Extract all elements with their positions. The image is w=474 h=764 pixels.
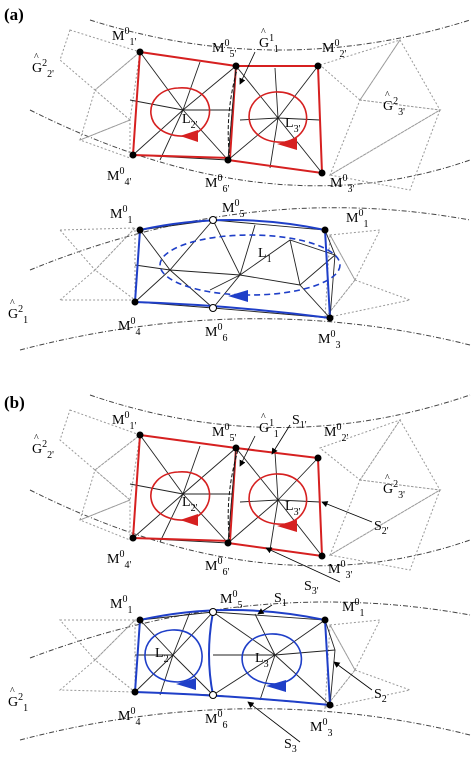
interface-g1-b bbox=[227, 449, 239, 544]
red-element-right-a bbox=[227, 65, 323, 174]
labels-b: G22' ^ G23' ^ G11 ^ G21 ^ S1' S2' S3' S1… bbox=[8, 410, 405, 755]
label-g1b-a: G21 bbox=[8, 304, 28, 326]
nodes-blue-a bbox=[131, 216, 334, 322]
panel-a: (a) bbox=[4, 5, 471, 351]
panel-b-label: (b) bbox=[4, 393, 25, 412]
hat-g2p-b: ^ bbox=[34, 433, 39, 444]
nodes-red-a bbox=[129, 48, 326, 177]
loop-arrow-l3p-b bbox=[277, 520, 297, 532]
label-g3p-a: G23' bbox=[383, 96, 405, 118]
boundary-curve-bottom-a bbox=[19, 318, 471, 351]
label-l3-b: L3 bbox=[255, 651, 269, 670]
boundary-curve-mid2-b bbox=[29, 601, 471, 659]
label-g1-b: G11 bbox=[259, 418, 279, 440]
label-l1-a: L1 bbox=[258, 246, 272, 265]
label-m6p-a: M06' bbox=[205, 173, 229, 195]
label-g2p-a: G22' bbox=[32, 58, 54, 80]
loop-l2-b bbox=[144, 629, 203, 683]
label-g1-a: G11 bbox=[259, 33, 279, 55]
red-element-left-a bbox=[129, 51, 237, 161]
hat-g1b-b: ^ bbox=[10, 686, 15, 697]
red-boundary-right-a bbox=[227, 65, 324, 175]
hat-g1-a: ^ bbox=[261, 27, 266, 38]
label-s1p-b: S1' bbox=[292, 413, 307, 431]
labels-a: G22' ^ G23' ^ G11 ^ G21 ^ M01' M05' M02'… bbox=[8, 26, 405, 351]
loop-arrow-l3-b bbox=[266, 680, 286, 692]
label-m6p-b: M06' bbox=[205, 556, 229, 578]
loop-arrow-l3p-a bbox=[277, 138, 297, 150]
dotted-mesh-b bbox=[58, 409, 442, 710]
label-m4-b: M04 bbox=[118, 706, 140, 728]
loop-l2p-b bbox=[150, 471, 211, 521]
label-m5p-a: M05' bbox=[212, 38, 236, 60]
label-m6-a: M06 bbox=[205, 322, 227, 344]
label-s3-b: S3 bbox=[284, 737, 297, 755]
nodes-blue-b bbox=[131, 608, 334, 709]
label-s3p-b: S3' bbox=[304, 579, 319, 597]
label-m6-b: M06 bbox=[205, 709, 227, 731]
label-m5-a: M05 bbox=[222, 198, 244, 220]
dotted-mesh-a bbox=[58, 29, 442, 320]
nodes-red-b bbox=[129, 431, 326, 560]
label-m1r-b: M01 bbox=[342, 597, 364, 619]
boundary-curve-top-b bbox=[89, 394, 471, 428]
label-m3p-b: M03' bbox=[328, 559, 352, 581]
hat-g3p-a: ^ bbox=[385, 90, 390, 101]
boundary-curve-mid2-a bbox=[29, 207, 471, 271]
label-m3-b: M03 bbox=[310, 717, 332, 739]
label-s2-b: S2 bbox=[374, 687, 387, 705]
label-m4p-a: M04' bbox=[107, 166, 131, 188]
label-s2p-b: S2' bbox=[374, 519, 389, 537]
label-l2p-b: L2' bbox=[182, 495, 198, 514]
panel-b: (b) bbox=[4, 393, 471, 755]
label-m5p-b: M05' bbox=[212, 422, 236, 444]
s-pointers-b bbox=[239, 424, 373, 743]
loop-arrow-l2p-a bbox=[180, 130, 198, 142]
label-m4-a: M04 bbox=[118, 316, 140, 338]
loop-l3p-a bbox=[248, 91, 308, 143]
label-s1-b: S1 bbox=[274, 591, 287, 609]
loop-l3p-b bbox=[248, 473, 308, 525]
hat-g3p-b: ^ bbox=[385, 473, 390, 484]
panel-a-label: (a) bbox=[4, 5, 24, 24]
label-l2p-a: L2' bbox=[182, 112, 198, 131]
label-m3p-a: M03' bbox=[330, 173, 354, 195]
label-m1p-b: M01' bbox=[112, 410, 136, 432]
hat-g1-b: ^ bbox=[261, 412, 266, 423]
interface-g1-a bbox=[227, 65, 239, 161]
boundary-curve-mid-a bbox=[29, 109, 471, 187]
label-l2-b: L2 bbox=[155, 646, 169, 665]
boundary-curve-top-a bbox=[89, 19, 471, 51]
loop-arrow-l2-b bbox=[176, 678, 196, 690]
label-m1-b: M01 bbox=[110, 594, 132, 616]
label-g1b-b: G21 bbox=[8, 692, 28, 714]
loop-l2p-a bbox=[150, 87, 211, 137]
label-m2p-a: M02' bbox=[322, 38, 346, 60]
hat-g2p-a: ^ bbox=[34, 52, 39, 63]
label-g2p-b: G22' bbox=[32, 439, 54, 461]
boundary-curve-mid-b bbox=[29, 489, 471, 567]
loop-arrow-l1-a bbox=[228, 290, 248, 302]
label-m5-b: M05 bbox=[220, 589, 242, 611]
label-g3p-b: G23' bbox=[383, 479, 405, 501]
label-m1r-a: M01 bbox=[346, 208, 368, 230]
red-boundary-left-b bbox=[131, 433, 238, 543]
label-l3p-b: L3' bbox=[285, 499, 301, 518]
loop-l1-a bbox=[159, 234, 341, 296]
label-m1p-a: M01' bbox=[112, 26, 136, 48]
hat-g1b-a: ^ bbox=[10, 298, 15, 309]
label-m3-a: M03 bbox=[318, 329, 340, 351]
label-l3p-a: L3' bbox=[285, 116, 301, 135]
label-m4p-b: M04' bbox=[107, 549, 131, 571]
label-m1-a: M01 bbox=[110, 204, 132, 226]
loop-arrow-l2p-b bbox=[180, 514, 198, 526]
red-element-left-b bbox=[129, 434, 237, 544]
red-element-right-b bbox=[227, 447, 323, 557]
boundary-curve-bottom-b bbox=[19, 708, 471, 741]
loop-l3-b bbox=[241, 633, 303, 685]
label-m2p-b: M02' bbox=[324, 422, 348, 444]
